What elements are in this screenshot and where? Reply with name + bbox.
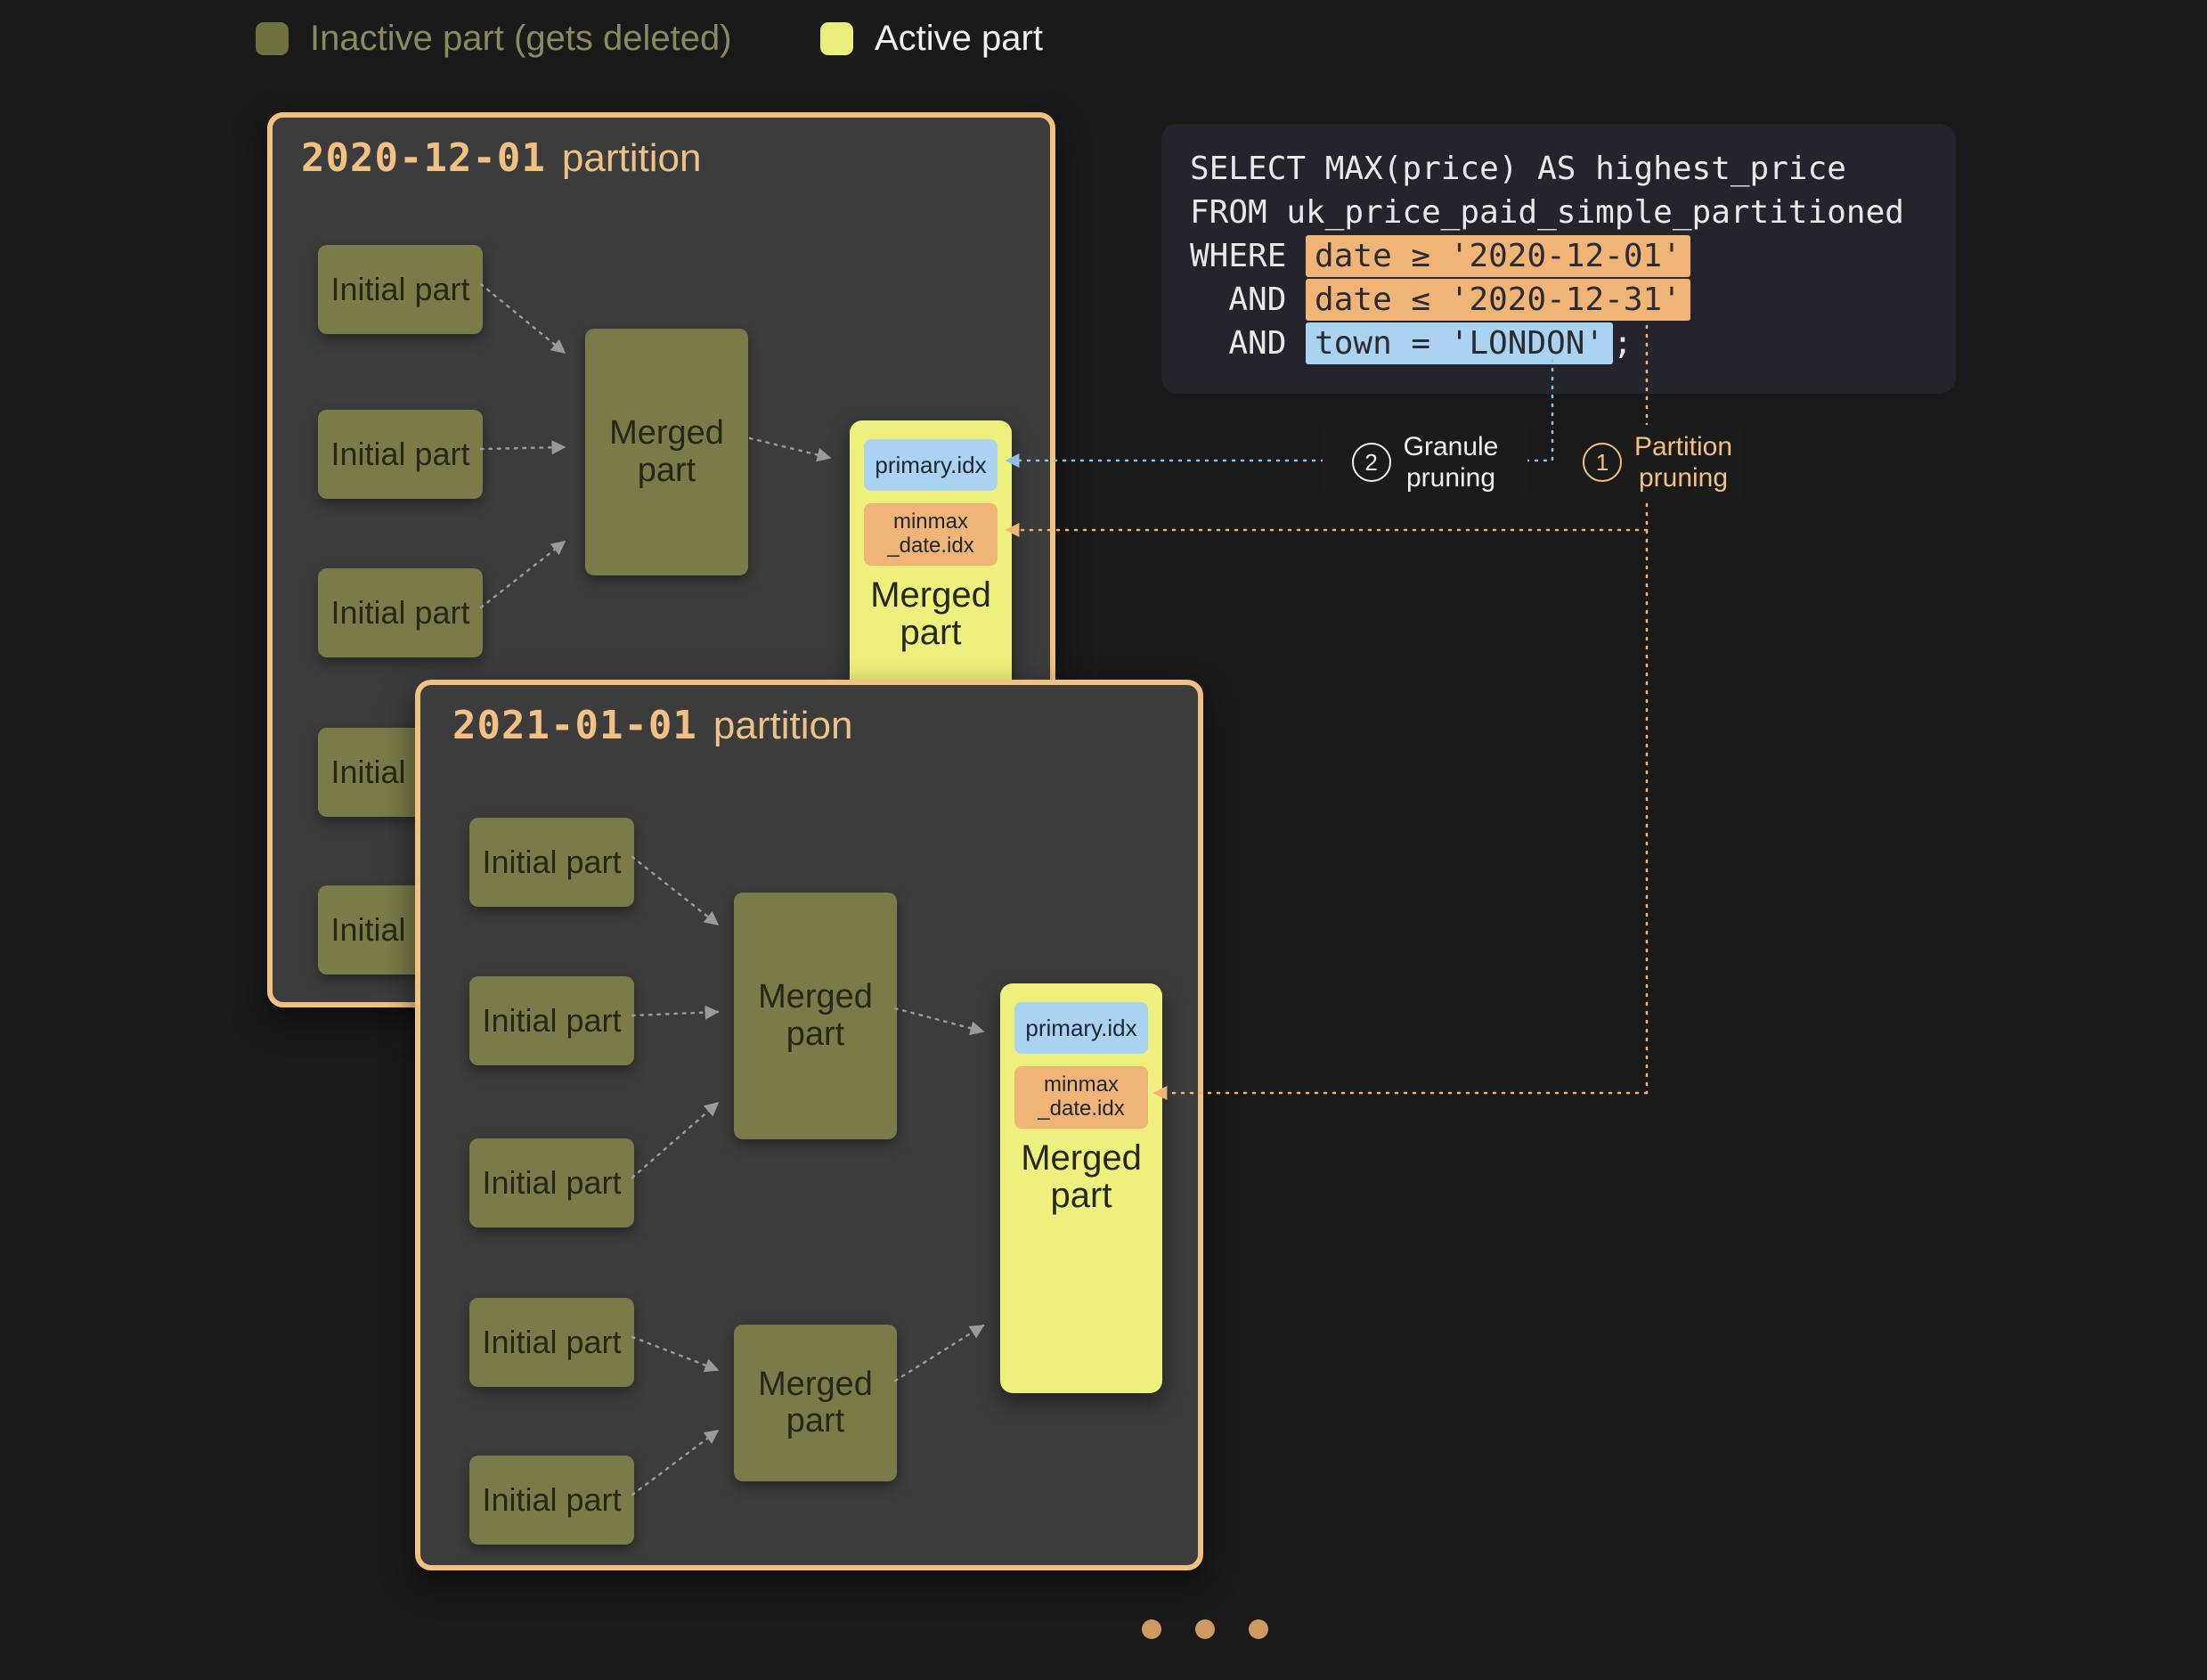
initial-part: Initial part [469,818,634,907]
sql-and-keyword: AND [1190,325,1307,362]
pagination-dot-2[interactable] [1195,1619,1215,1639]
sql-line-3: WHERE date ≥ '2020-12-01' [1190,234,1927,278]
sql-line-2: FROM uk_price_paid_simple_partitioned [1190,191,1927,234]
sql-line-1: SELECT MAX(price) AS highest_price [1190,147,1927,191]
partition-word: partition [561,136,702,180]
initial-part: Initial part [318,568,483,657]
panel-title: 2021-01-01 partition [452,703,852,748]
sql-highlight-date-to: date ≤ '2020-12-31' [1306,279,1690,321]
granule-pruning-label: Granule pruning [1404,431,1499,494]
step-1-circle: 1 [1582,443,1622,482]
primary-idx-chip: primary.idx [1014,1002,1148,1054]
partition-date: 2021-01-01 [452,703,697,748]
legend-active: Active part [820,19,1043,59]
active-merged-label: Merged part [1021,1138,1142,1215]
initial-part: Initial part [469,1298,634,1387]
minmax-line1: minmax [892,510,968,534]
sql-select: SELECT MAX(price) AS highest_price [1190,151,1846,187]
inactive-part-swatch [256,22,289,55]
sql-and-keyword: AND [1190,281,1307,318]
pagination-dot-1[interactable] [1142,1619,1161,1639]
pruning-word: pruning [1638,463,1729,493]
merged-part-inactive: Merged part [734,1325,897,1481]
minmax-date-idx-chip: minmax _date.idx [864,503,998,566]
primary-idx-label: primary.idx [1025,1014,1137,1041]
sql-query-panel: SELECT MAX(price) AS highest_price FROM … [1161,124,1956,394]
legend-inactive-label: Inactive part (gets deleted) [310,19,732,58]
partition-pruning-label: Partition pruning [1634,431,1732,494]
legend-active-label: Active part [875,19,1043,58]
merged-part-inactive: Merged part [734,893,897,1139]
minmax-line2: _date.idx [887,534,974,558]
partition-panel-2021-01-01: 2021-01-01 partition Initial part Initial… [415,680,1203,1570]
legend-inactive: Inactive part (gets deleted) [256,19,732,59]
initial-part: Initial part [469,1138,634,1227]
initial-part: Initial part [469,1456,634,1545]
sql-where-keyword: WHERE [1190,238,1307,274]
initial-part: Initial part [318,410,483,499]
sql-line-5: AND town = 'LONDON'; [1190,322,1927,365]
partition-date: 2020-12-01 [301,135,546,181]
sql-highlight-town: town = 'LONDON' [1306,322,1614,364]
sql-line-4: AND date ≤ '2020-12-31' [1190,278,1927,322]
initial-part: Initial part [469,976,634,1065]
initial-part: Initial part [318,245,483,334]
active-merged-label: Merged part [870,575,991,652]
merged-part-inactive: Merged part [585,329,748,575]
granule-word: Granule [1403,431,1499,461]
primary-idx-chip: primary.idx [864,439,998,491]
partition-word: Partition [1633,431,1733,461]
sql-highlight-date-from: date ≥ '2020-12-01' [1306,235,1690,277]
panel-title: 2020-12-01 partition [301,135,701,181]
partition-word: partition [713,704,853,747]
merged-part-active: primary.idx minmax _date.idx Merged part [1000,983,1162,1393]
pagination-dot-3[interactable] [1249,1619,1268,1639]
minmax-line2: _date.idx [1038,1097,1125,1121]
step-2-circle: 2 [1351,443,1391,482]
sql-semicolon: ; [1613,325,1633,362]
active-part-swatch [820,22,853,55]
pruning-word: pruning [1405,463,1496,493]
granule-pruning-badge: 2 Granule pruning [1323,425,1527,500]
minmax-date-idx-chip: minmax _date.idx [1014,1066,1148,1129]
primary-idx-label: primary.idx [875,451,987,478]
minmax-line1: minmax [1043,1072,1119,1097]
sql-from: FROM uk_price_paid_simple_partitioned [1190,194,1904,231]
partition-pruning-badge: 1 Partition pruning [1573,425,1742,500]
